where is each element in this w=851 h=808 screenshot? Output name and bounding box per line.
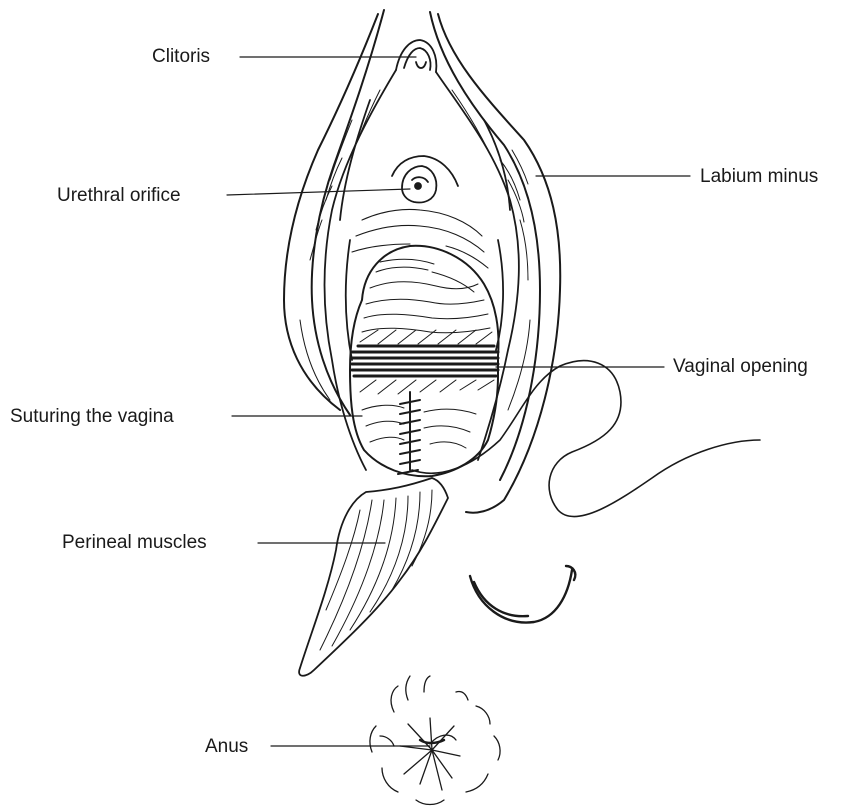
label-perineal-muscles: Perineal muscles	[62, 533, 207, 552]
labia-texture	[300, 90, 530, 410]
label-anus: Anus	[205, 737, 248, 756]
vestibule-folds	[352, 209, 488, 268]
label-vaginal-opening: Vaginal opening	[673, 357, 808, 376]
vaginal-rugae	[362, 259, 490, 333]
label-urethral-orifice: Urethral orifice	[57, 186, 181, 205]
perineal-muscle-fibers	[320, 490, 432, 650]
leader-urethral	[227, 189, 410, 195]
vaginal-opening	[350, 246, 498, 476]
suture-thread	[412, 361, 760, 517]
label-suturing-the-vagina: Suturing the vagina	[10, 407, 174, 426]
needle	[470, 566, 575, 623]
anus	[370, 676, 500, 805]
suture-line	[398, 392, 420, 474]
vaginal-hatching	[360, 330, 494, 394]
vaginal-shadow	[352, 346, 498, 376]
label-clitoris: Clitoris	[152, 47, 210, 66]
labia-minora	[325, 40, 519, 470]
label-labium-minus: Labium minus	[700, 167, 818, 186]
urethral-orifice	[392, 156, 458, 203]
vaginal-lower-folds	[362, 405, 476, 448]
